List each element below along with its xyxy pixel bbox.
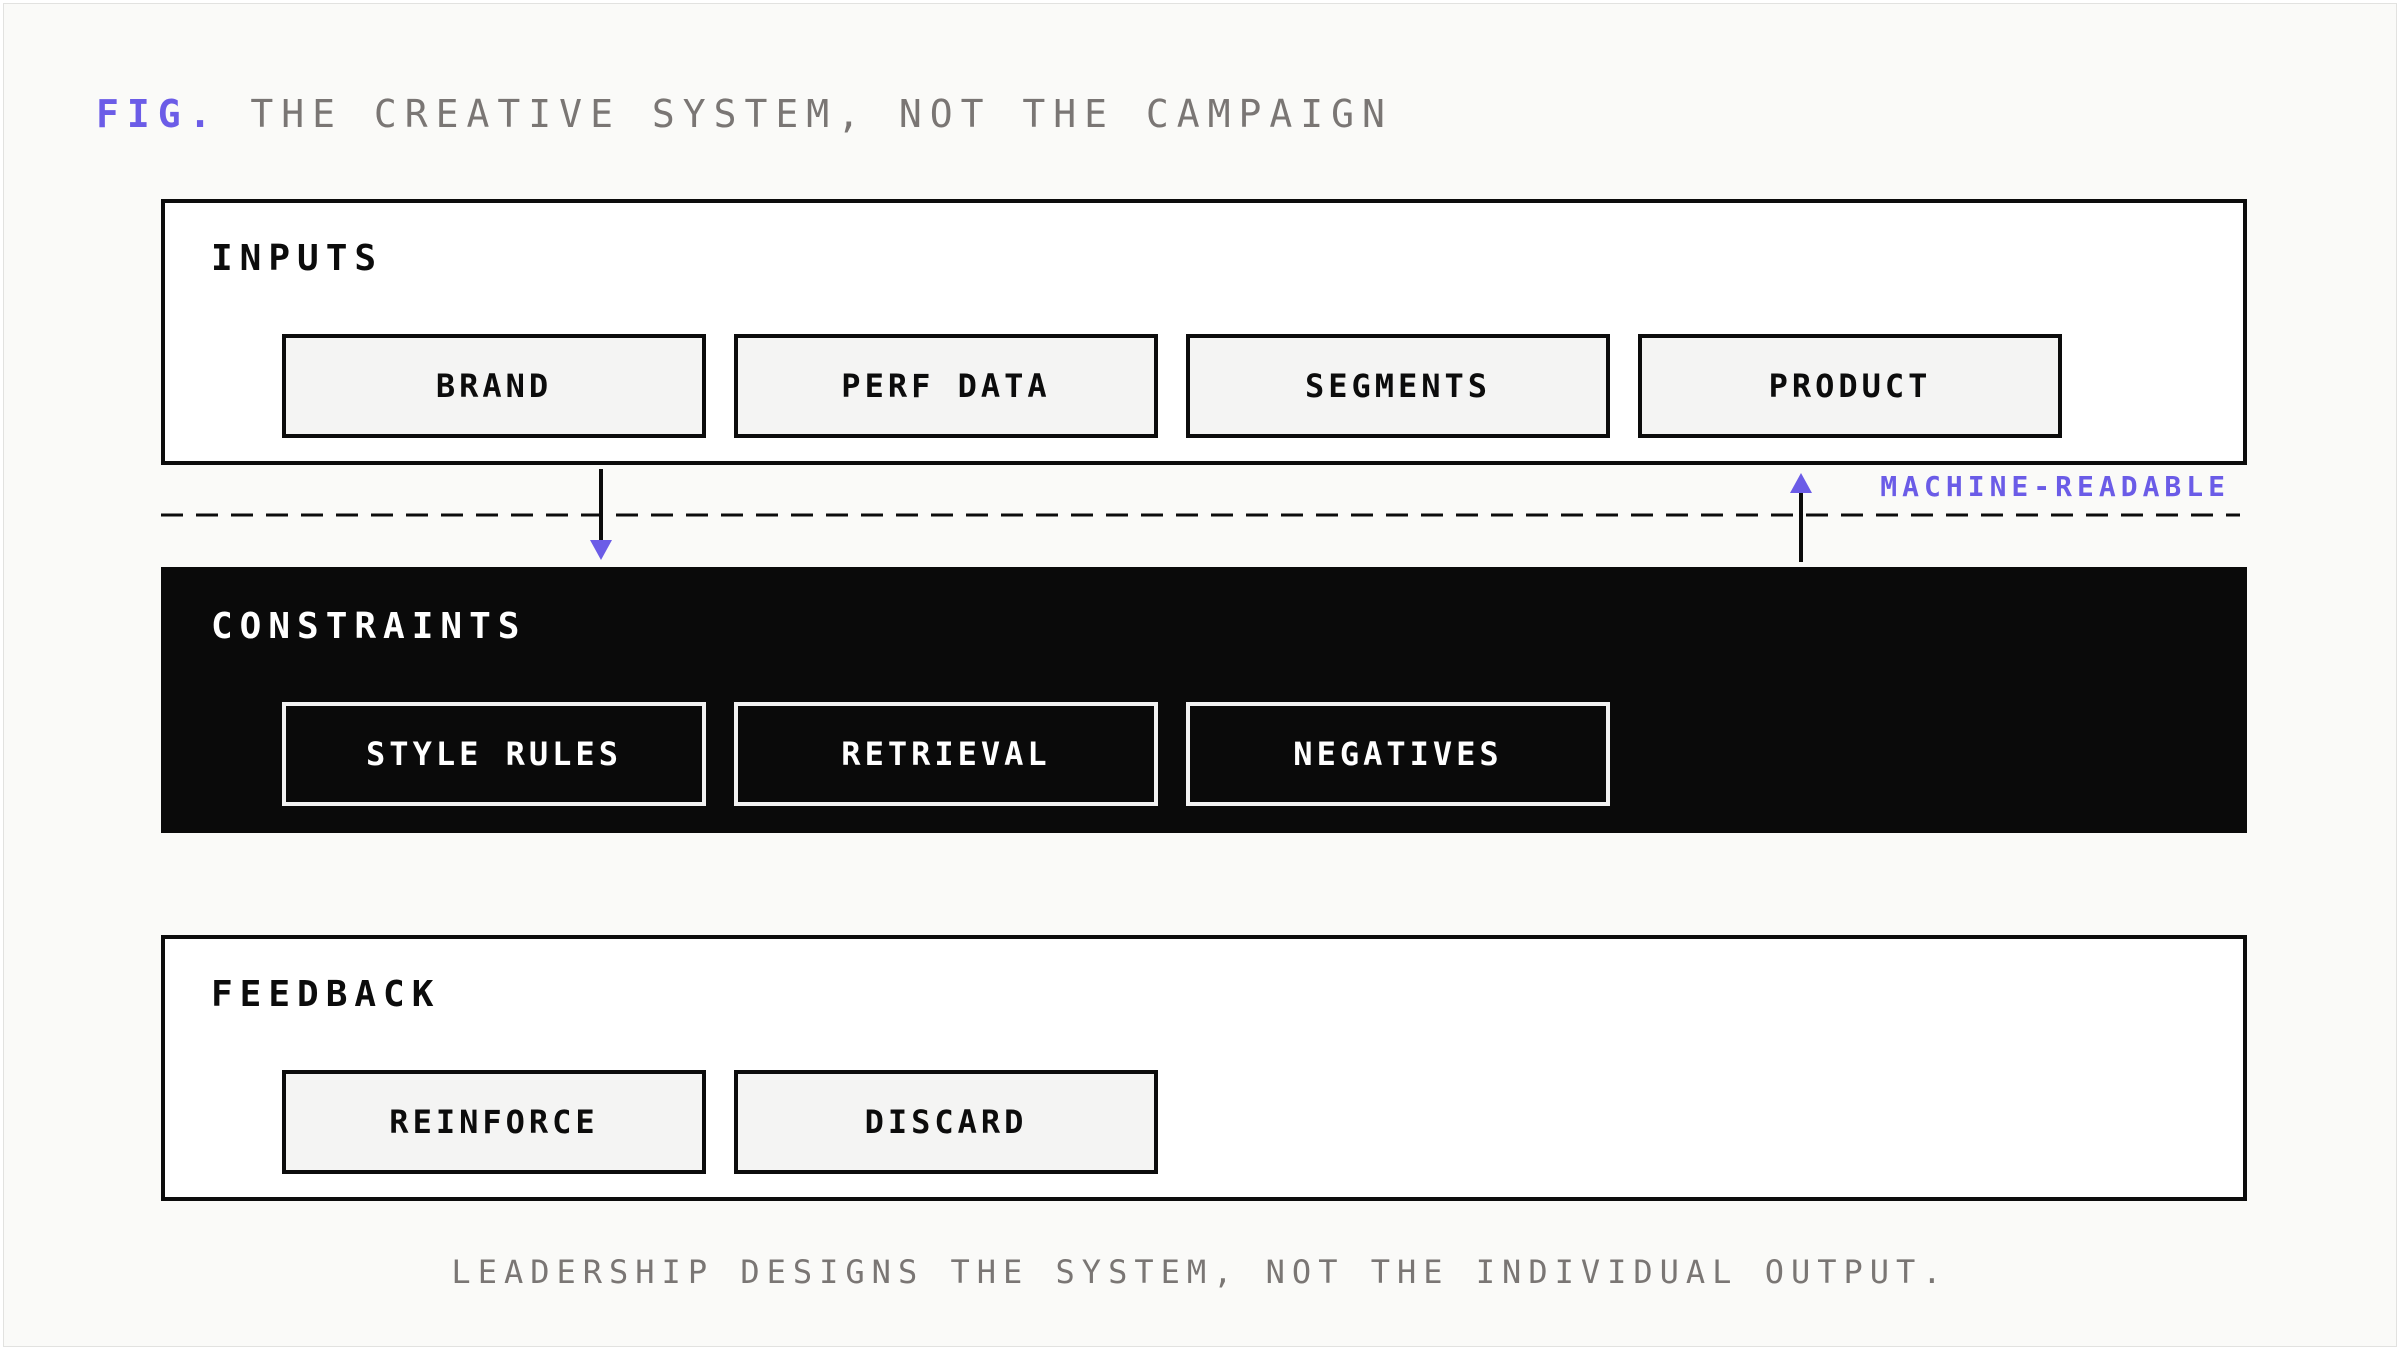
inputs-title: INPUTS — [211, 238, 384, 279]
arrow-down-icon — [590, 469, 612, 560]
figure-title-text: THE CREATIVE SYSTEM, NOT THE CAMPAIGN — [250, 92, 1393, 136]
constraints-section: CONSTRAINTS STYLE RULES RETRIEVAL NEGATI… — [161, 567, 2247, 833]
figure-prefix: FIG. — [96, 92, 220, 136]
caption: LEADERSHIP DESIGNS THE SYSTEM, NOT THE I… — [451, 1253, 1949, 1291]
constraint-negatives: NEGATIVES — [1186, 702, 1610, 806]
constraint-retrieval: RETRIEVAL — [734, 702, 1158, 806]
constraints-title: CONSTRAINTS — [211, 606, 527, 647]
feedback-title: FEEDBACK — [211, 974, 441, 1015]
feedback-discard: DISCARD — [734, 1070, 1158, 1174]
constraint-style-rules: STYLE RULES — [282, 702, 706, 806]
diagram-canvas: FIG. THE CREATIVE SYSTEM, NOT THE CAMPAI… — [3, 3, 2397, 1347]
figure-title: FIG. THE CREATIVE SYSTEM, NOT THE CAMPAI… — [96, 90, 1393, 138]
arrow-up-icon — [1790, 473, 1812, 562]
input-segments: SEGMENTS — [1186, 334, 1610, 438]
machine-readable-boundary — [161, 469, 2240, 562]
inputs-section: INPUTS BRAND PERF DATA SEGMENTS PRODUCT — [161, 199, 2247, 465]
feedback-reinforce: REINFORCE — [282, 1070, 706, 1174]
input-product: PRODUCT — [1638, 334, 2062, 438]
feedback-section: FEEDBACK REINFORCE DISCARD — [161, 935, 2247, 1201]
machine-readable-label: MACHINE-READABLE — [1880, 470, 2230, 503]
input-perf-data: PERF DATA — [734, 334, 1158, 438]
input-brand: BRAND — [282, 334, 706, 438]
